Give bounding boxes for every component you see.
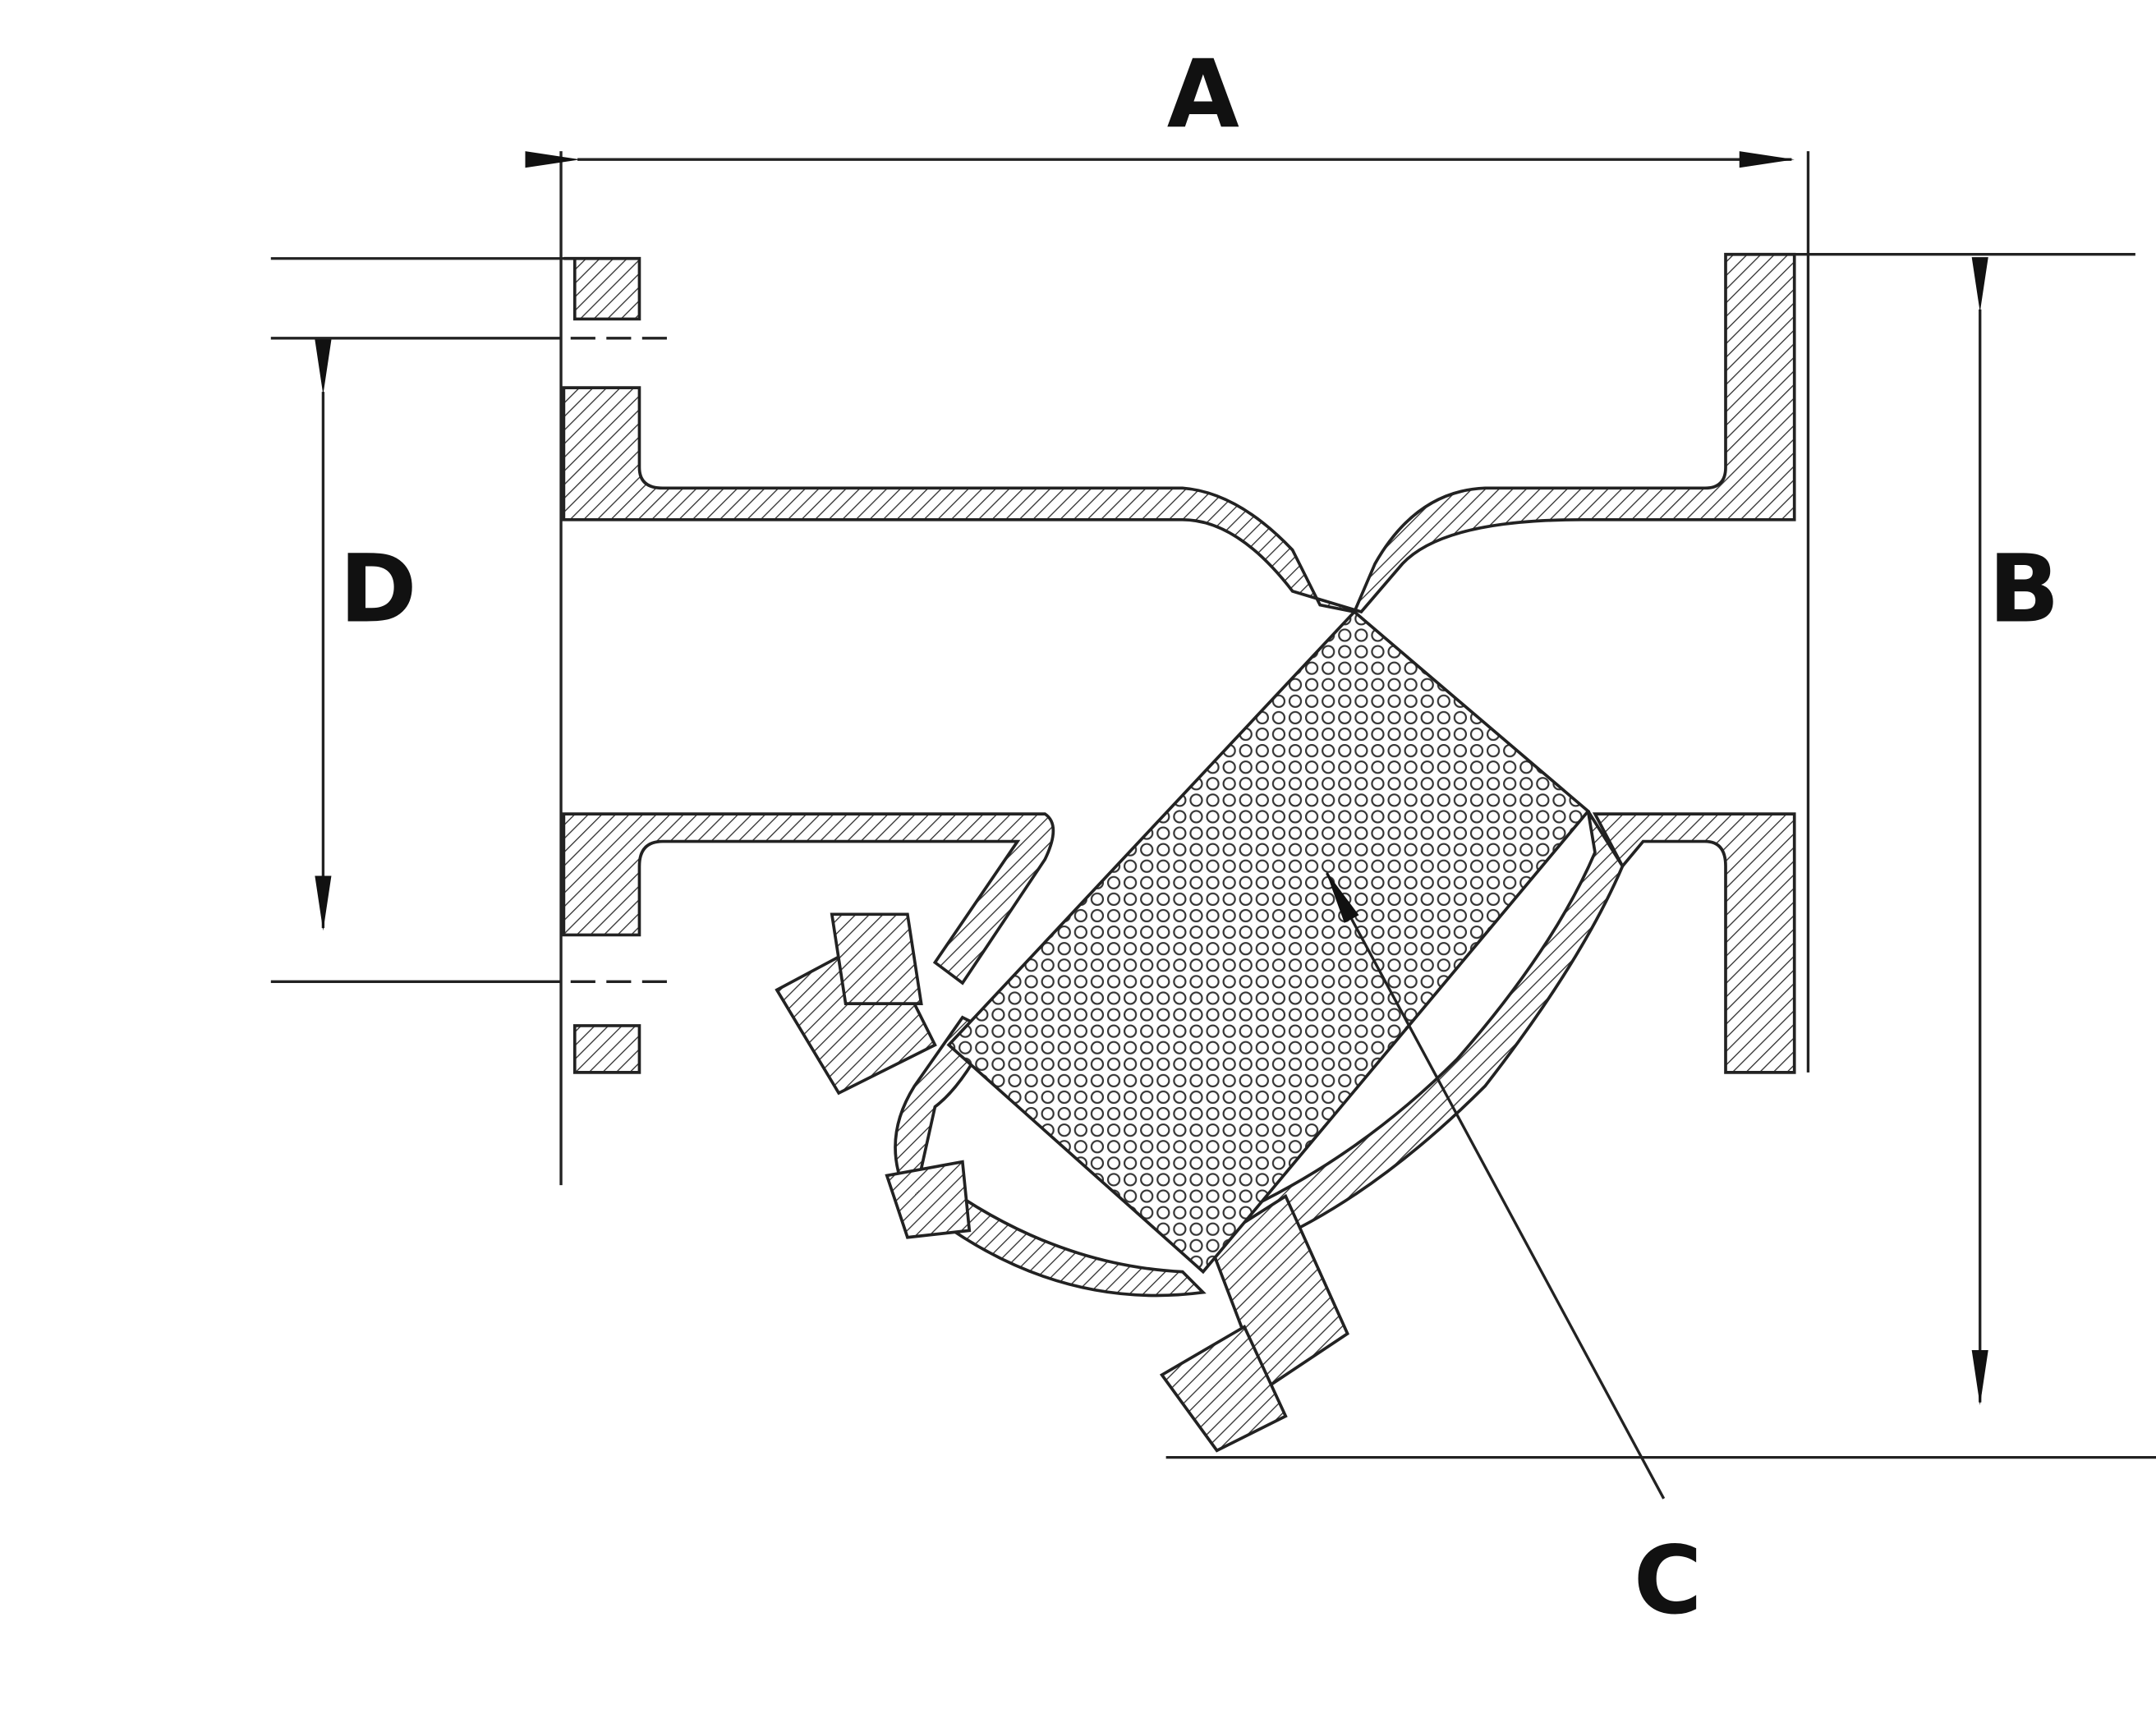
left-flange-upper — [563, 256, 641, 321]
strainer-screen: C — [946, 609, 1703, 1635]
right-flange-lower — [1592, 812, 1796, 1074]
side-plug-bolt — [885, 1160, 972, 1239]
dimension-b: B — [1165, 253, 2156, 1459]
screen-mesh — [946, 609, 1591, 1275]
leader-arrow-c — [1325, 871, 1666, 1500]
dimension-a: A — [525, 39, 1810, 1186]
side-plug-bolt — [830, 912, 923, 1005]
label-a: A — [1167, 39, 1239, 149]
left-flange-lower — [572, 1024, 641, 1074]
label-b: B — [1988, 535, 2060, 644]
label-d: D — [339, 535, 416, 644]
body-lower-wall — [562, 812, 1055, 985]
cap-bolt — [1159, 1324, 1288, 1453]
label-c: C — [1634, 1526, 1703, 1635]
body-upper-wall — [562, 252, 1796, 614]
strainer-body — [562, 252, 1796, 1453]
